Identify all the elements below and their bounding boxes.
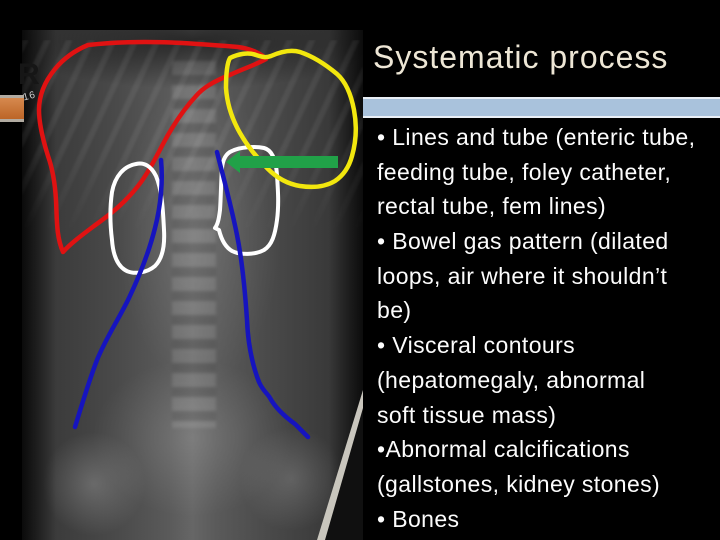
title-divider-bar [363, 97, 720, 118]
abdominal-xray-image: R 16 [18, 30, 363, 540]
orange-accent-ribbon [0, 98, 24, 119]
ribbon-strip-top [0, 95, 24, 98]
bullet-line: (hepatomegaly, abnormal [377, 366, 646, 393]
bullet-line: • Bones [377, 505, 460, 532]
bullet-line: loops, air where it shouldn’t [377, 262, 668, 289]
xray-side-marker-r: R [18, 58, 40, 91]
bullet-line: • Lines and tube (enteric tube, [377, 124, 696, 150]
bullet-line: • Bowel gas pattern (dilated [377, 228, 669, 255]
bullet-line: •Abnormal calcifications [377, 436, 630, 463]
bullet-line: • Visceral contours [377, 332, 576, 359]
ribbon-strip-bottom [0, 119, 24, 122]
bullet-line: rectal tube, fem lines) [377, 193, 607, 220]
bullet-line: soft tissue mass) [377, 401, 557, 428]
bullet-line: (gallstones, kidney stones) [377, 470, 661, 497]
bullet-line: be) [377, 297, 412, 324]
bullet-list: • Lines and tube (enteric tube, feeding … [377, 120, 720, 536]
bullet-line: feeding tube, foley catheter, [377, 158, 672, 185]
spine-shading [172, 60, 217, 428]
slide-title: Systematic process [373, 39, 669, 75]
